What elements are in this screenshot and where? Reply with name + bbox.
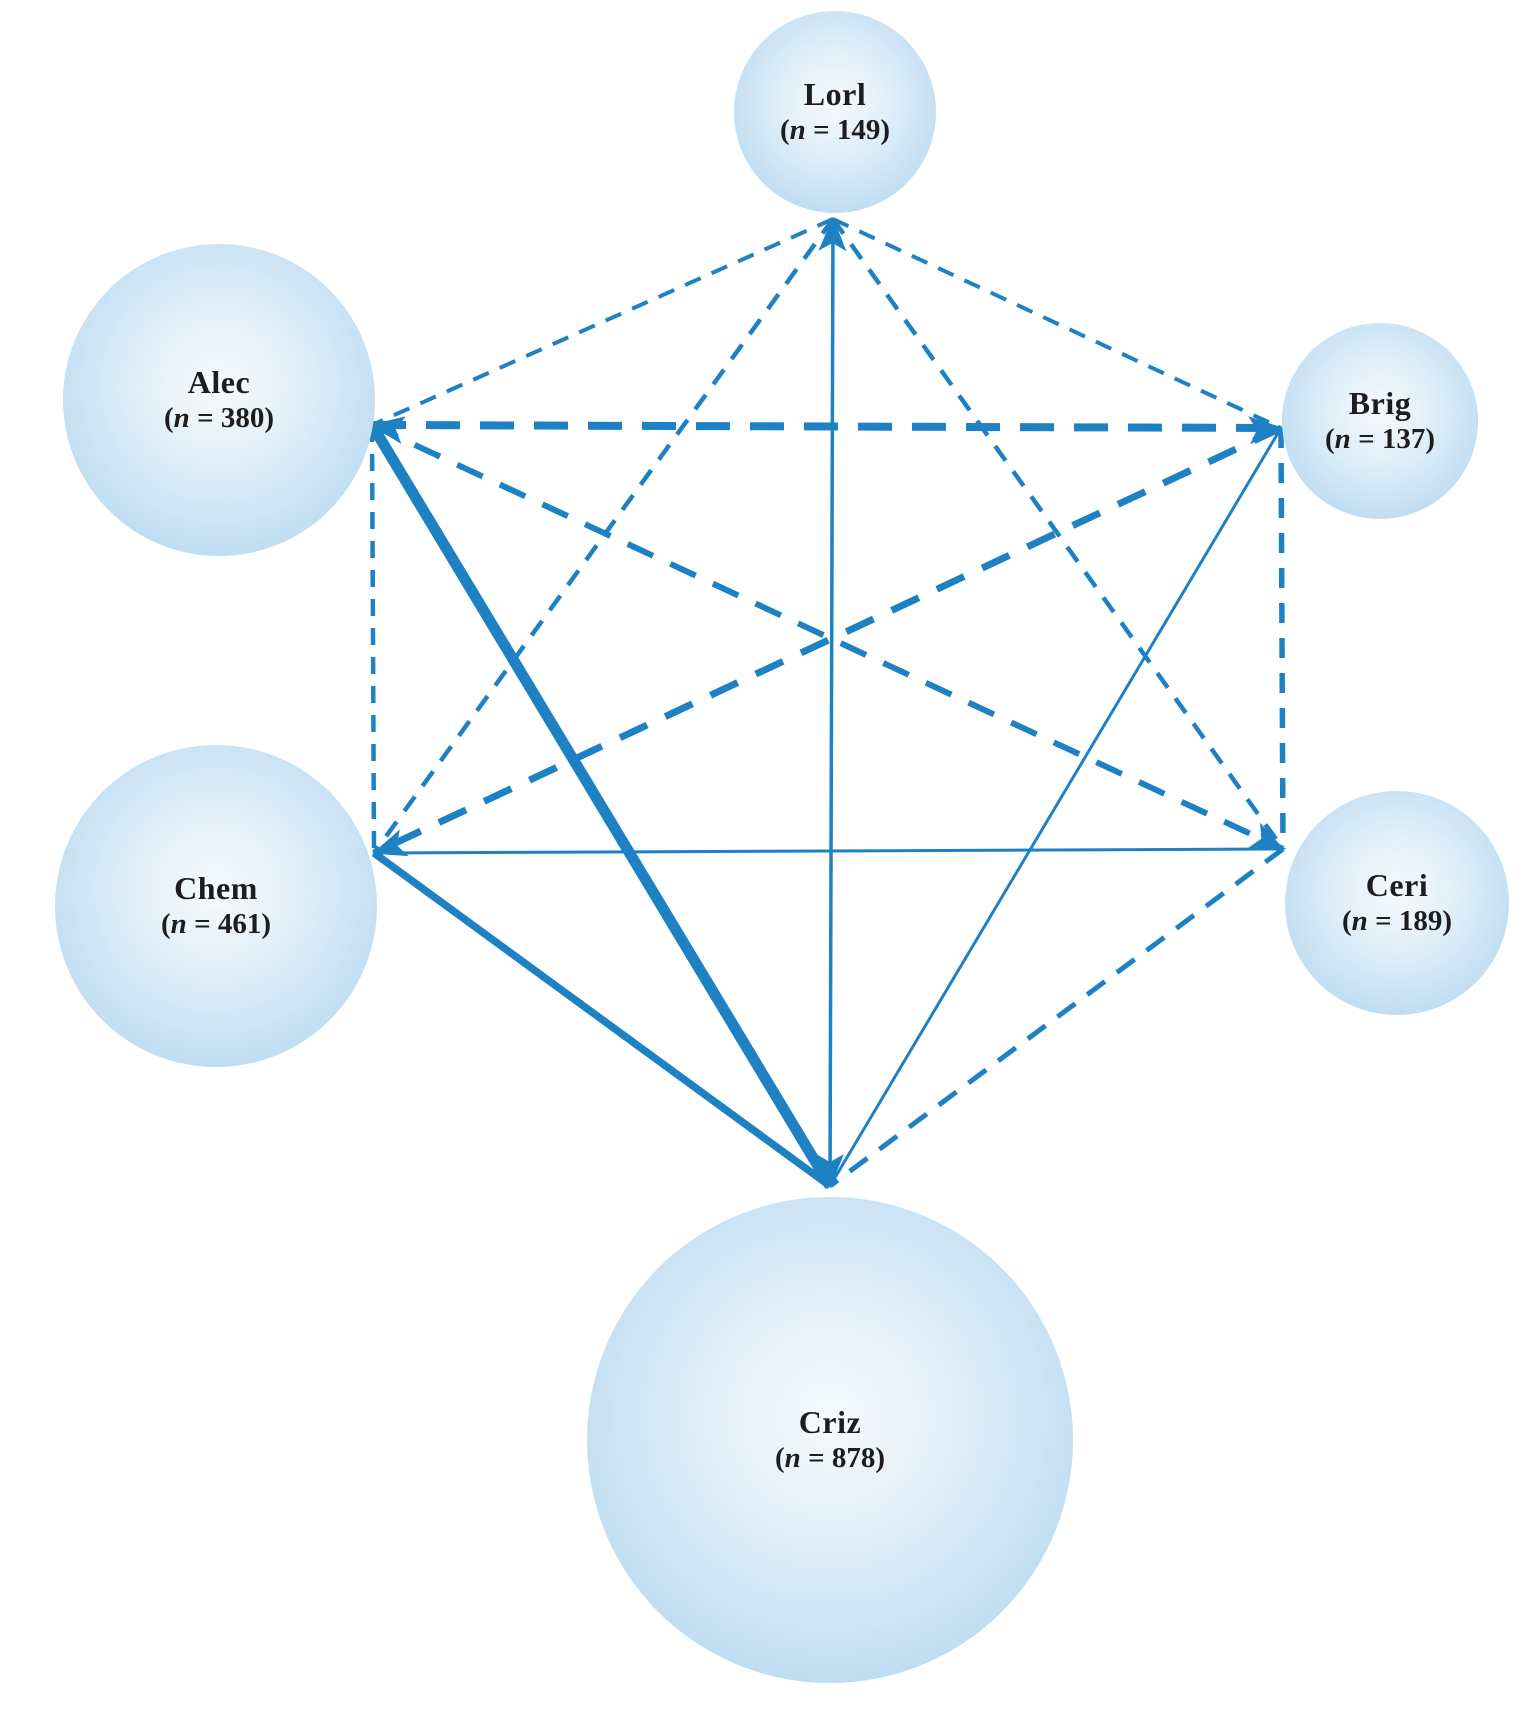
edge-lorl-criz-solid: [828, 218, 835, 1187]
arrowhead-into-alec: [370, 416, 406, 444]
arrowhead-into-brig: [1248, 416, 1283, 445]
edge-lorl-chem-dashed: [372, 217, 835, 855]
edge-alec-chem-dashed: [369, 424, 377, 854]
edge-lorl-alec-dashed: [371, 217, 834, 427]
arrowhead-into-ceri: [1248, 822, 1285, 850]
edge-brig-criz-solid: [828, 427, 1283, 1187]
edge-brig-chem-dashed: [372, 424, 1283, 857]
edge-lorl-brig-dashed: [832, 217, 1282, 430]
edge-ceri-criz-dashed: [828, 846, 1285, 1189]
edge-chem-criz-solid: [371, 849, 833, 1190]
edge-chem-ceri-solid: [373, 847, 1284, 855]
arrowhead-into-criz: [816, 1154, 844, 1188]
edge-alec-brig-dashed: [371, 421, 1282, 432]
edge-brig-ceri-dashed: [1278, 427, 1286, 850]
arrowhead-into-chem: [372, 829, 409, 857]
edge-lorl-ceri-dashed: [831, 217, 1285, 851]
edge-alec-ceri-dashed: [370, 422, 1285, 852]
arrowhead-into-lorl: [818, 217, 847, 252]
edge-alec-criz-solid: [367, 422, 835, 1189]
